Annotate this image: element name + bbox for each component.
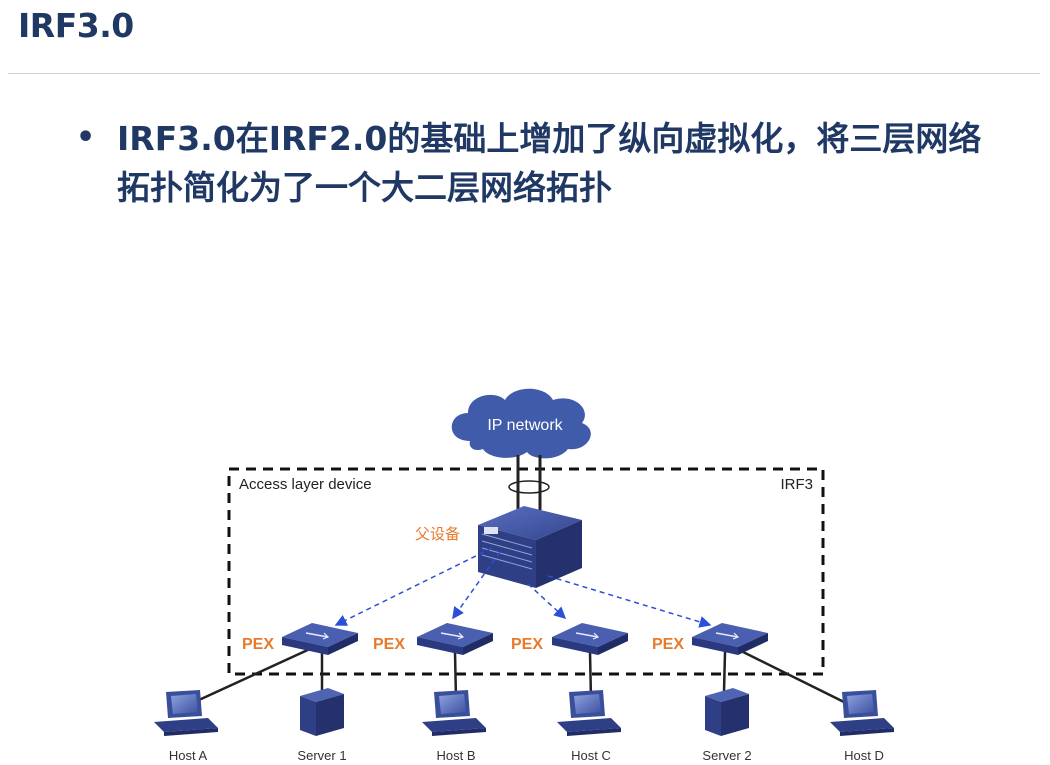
link-aggregation-ring: [508, 480, 550, 494]
pex-switch: PEX: [511, 623, 628, 655]
parent-device-label: 父设备: [415, 526, 460, 543]
virtual-link-pex2: [452, 551, 501, 620]
host-pc: Host B: [422, 690, 486, 763]
server-icon: [705, 688, 749, 736]
end-device-label: Server 1: [297, 748, 346, 763]
pex-label: PEX: [242, 636, 274, 653]
pex-switch-group: PEX PEX PEX PEX: [242, 623, 768, 655]
server-icon: [300, 688, 344, 736]
access-cables: [187, 646, 851, 707]
pex-switch: PEX: [242, 623, 358, 655]
end-device-group: Host A Server 1 Host B Host C Server 2 Host D: [154, 688, 894, 763]
server: Server 2: [702, 688, 752, 763]
title-divider: [8, 73, 1040, 74]
virtual-link-pex1: [334, 547, 493, 626]
bullet-text: IRF3.0在IRF2.0的基础上增加了纵向虚拟化，将三层网络拓扑简化为了一个大…: [117, 119, 982, 207]
pex-label: PEX: [511, 636, 543, 653]
host-pc: Host D: [830, 690, 894, 763]
computer-icon: [422, 690, 486, 736]
end-device-label: Server 2: [702, 748, 751, 763]
computer-icon: [830, 690, 894, 736]
access-layer-box: [227, 467, 825, 676]
computer-icon: [557, 690, 621, 736]
end-device-label: Host C: [571, 748, 611, 763]
virtual-link-pex3: [527, 583, 567, 620]
end-device-label: Host B: [436, 748, 475, 763]
irf3-label: IRF3: [780, 476, 813, 493]
virtual-link-pex4: [547, 575, 712, 628]
cloud-label: IP network: [487, 417, 563, 434]
host-pc: Host C: [557, 690, 621, 763]
pex-switch: PEX: [652, 623, 768, 655]
access-layer-label: Access layer device: [239, 476, 372, 493]
pex-switch: PEX: [373, 623, 493, 655]
host-pc: Host A: [154, 690, 218, 763]
bullet-icon: •: [76, 120, 96, 155]
pex-label: PEX: [652, 636, 684, 653]
pex-label: PEX: [373, 636, 405, 653]
computer-icon: [154, 690, 218, 736]
end-device-label: Host A: [169, 748, 208, 763]
end-device-label: Host D: [844, 748, 884, 763]
ip-network-cloud: IP network: [451, 388, 591, 459]
server: Server 1: [297, 688, 347, 763]
parent-device: [478, 506, 582, 588]
slide-title: IRF3.0: [18, 6, 134, 45]
